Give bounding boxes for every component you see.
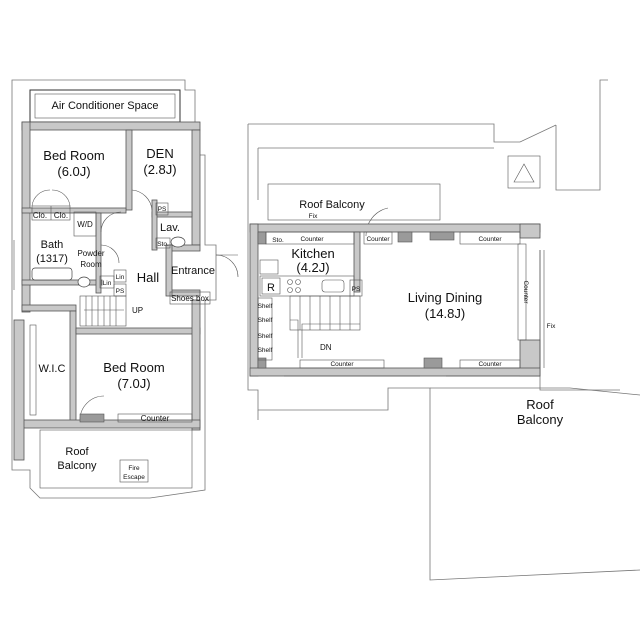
wd-label: W/D: [77, 220, 93, 229]
bath-name: Bath: [41, 239, 64, 251]
stairs-down: [289, 295, 361, 358]
lin1-label: Lin: [103, 280, 112, 287]
storage-label: Sto.: [272, 237, 284, 244]
ac-space-label: Air Conditioner Space: [51, 100, 158, 112]
ps1-label: PS: [158, 206, 167, 213]
kitchen-counter-label: Counter: [300, 236, 324, 243]
shoes-box-label: Shoes box: [171, 294, 209, 303]
living-dining-size: (14.8J): [425, 306, 465, 321]
fix-top-label: Fix: [309, 213, 318, 220]
powder-label-1: Powder: [77, 249, 104, 258]
bath-size: (1317): [36, 253, 68, 265]
bedroom2-name: Bed Room: [103, 360, 164, 375]
stairs-up-label: UP: [132, 306, 143, 315]
fridge-label: R: [267, 282, 275, 294]
counter-bottom-left-label: Counter: [330, 361, 354, 368]
entrance-label: Entrance: [171, 265, 215, 277]
kitchen-name: Kitchen: [291, 246, 334, 261]
shelf4-label: Shelf: [258, 347, 273, 354]
sto1-label: Sto.: [157, 241, 169, 248]
lower-floor: Air Conditioner Space Bed Room (6.0J) Cl…: [11, 79, 239, 499]
bedroom1-size: (6.0J): [57, 164, 90, 179]
roof-balcony-top-label: Roof Balcony: [299, 199, 365, 211]
closet2-label: Clo.: [54, 211, 68, 220]
den-size: (2.8J): [143, 162, 176, 177]
closet1-label: Clo.: [33, 211, 47, 220]
bedroom2-counter-label: Counter: [141, 414, 170, 423]
kitchen-ps-label: PS: [352, 286, 361, 293]
shelf2-label: Shelf: [258, 317, 273, 324]
roof-balcony-bottom-1: Roof: [526, 397, 554, 412]
fire-escape-2: Escape: [123, 474, 145, 481]
fire-escape-1: Fire: [128, 465, 140, 472]
counter-bottom-right-label: Counter: [478, 361, 502, 368]
counter-vertical-label: Counter: [522, 280, 529, 304]
fix-right-label: Fix: [547, 323, 556, 330]
shelf3-label: Shelf: [258, 333, 273, 340]
bedroom2-size: (7.0J): [117, 376, 150, 391]
upper-floor: Roof Balcony Fix Sto. Counter Counter Co…: [247, 79, 640, 581]
living-dining-name: Living Dining: [408, 290, 482, 305]
lin2-label: Lin: [116, 274, 125, 281]
roof-balcony-left-2: Balcony: [57, 460, 97, 472]
counter-right-label: Counter: [478, 236, 502, 243]
roof-balcony-left-1: Roof: [65, 446, 89, 458]
bedroom1-name: Bed Room: [43, 148, 104, 163]
wic-label: W.I.C: [39, 363, 66, 375]
lav-label: Lav.: [160, 222, 180, 234]
stairs-up: [79, 295, 127, 327]
hall-label: Hall: [137, 270, 160, 285]
kitchen-size: (4.2J): [296, 260, 329, 275]
stairs-down-label: DN: [320, 343, 332, 352]
ac-space: [29, 89, 181, 123]
den-name: DEN: [146, 146, 173, 161]
roof-balcony-bottom-2: Balcony: [517, 412, 564, 427]
ps2-label: PS: [116, 288, 125, 295]
powder-label-2: Room: [80, 260, 102, 269]
counter-mid-label: Counter: [366, 236, 390, 243]
shelf1-label: Shelf: [258, 303, 273, 310]
